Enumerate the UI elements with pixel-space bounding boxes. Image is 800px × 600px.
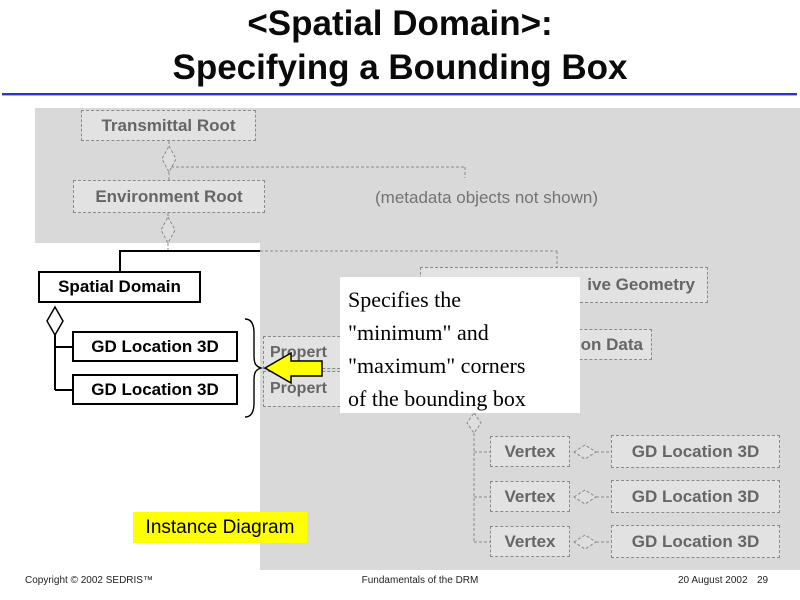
slide-title: <Spatial Domain>: Specifying a Bounding …: [0, 2, 800, 90]
instance-box-gd-location-2: GD Location 3D: [72, 374, 238, 405]
footer-copyright: Copyright © 2002 SEDRIS™: [25, 575, 153, 586]
aggregation-diamond-icon: [466, 412, 482, 434]
footer-date: 20 August 2002: [678, 575, 748, 586]
instance-box-label: Spatial Domain: [58, 277, 181, 296]
connector-vertex-tree: [473, 433, 490, 543]
metadata-note: (metadata objects not shown): [375, 188, 599, 207]
class-box-gd-location-row3: GD Location 3D: [611, 525, 780, 558]
class-box-label: Propert: [270, 380, 327, 397]
class-box-label: on Data: [580, 334, 643, 354]
callout-note: Specifies the "minimum" and "maximum" co…: [340, 277, 580, 413]
footer-page-number: 29: [757, 575, 769, 586]
class-box-label: Environment Root: [95, 186, 243, 206]
class-box-label: GD Location 3D: [631, 441, 760, 461]
class-box-environment-root: Environment Root: [73, 180, 265, 213]
instance-box-spatial-domain: Spatial Domain: [38, 271, 201, 303]
aggregation-diamond-icon: [161, 144, 177, 174]
class-box-vertex-1: Vertex: [490, 436, 570, 467]
connector-to-geometry: [260, 250, 558, 267]
callout-line: "maximum" corners: [348, 353, 526, 378]
slide-title-line2: Specifying a Bounding Box: [172, 48, 628, 87]
instance-box-gd-location-1: GD Location 3D: [72, 331, 238, 362]
yellow-left-arrow-icon: [263, 351, 323, 385]
class-box-property-2: Propert: [263, 371, 355, 407]
footer-title: Fundamentals of the DRM: [361, 575, 479, 586]
class-box-label: Vertex: [504, 531, 556, 551]
instance-diagram-label: Instance Diagram: [133, 512, 307, 543]
class-box-label: GD Location 3D: [631, 531, 760, 551]
class-box-gd-location-row2: GD Location 3D: [611, 480, 780, 513]
class-box-label: Transmittal Root: [101, 115, 236, 135]
callout-line: Specifies the: [348, 287, 462, 312]
class-box-gd-location-row1: GD Location 3D: [611, 435, 780, 468]
aggregation-diamond-icon: [160, 215, 176, 245]
callout-line: "minimum" and: [348, 320, 489, 345]
instance-box-label: GD Location 3D: [91, 336, 219, 356]
class-box-transmittal-root: Transmittal Root: [81, 110, 256, 141]
connector-spatialdomain-locations: [54, 335, 72, 391]
class-box-label: GD Location 3D: [631, 486, 760, 506]
class-box-vertex-2: Vertex: [490, 481, 570, 512]
class-box-label: ive Geometry: [587, 275, 695, 294]
slide-title-line1: <Spatial Domain>:: [247, 4, 553, 43]
callout-line: of the bounding box: [348, 386, 526, 411]
title-divider-rule: [2, 93, 797, 96]
connector-environment-spatialdomain: [119, 250, 260, 272]
class-box-label: Vertex: [504, 486, 556, 506]
aggregation-diamond-icon: [46, 305, 64, 337]
class-box-vertex-3: Vertex: [490, 526, 570, 557]
class-box-label: Vertex: [504, 441, 556, 461]
instance-box-label: GD Location 3D: [91, 379, 219, 399]
connector-metadata-stub: [171, 166, 466, 178]
grouping-brace-icon: [244, 318, 264, 418]
